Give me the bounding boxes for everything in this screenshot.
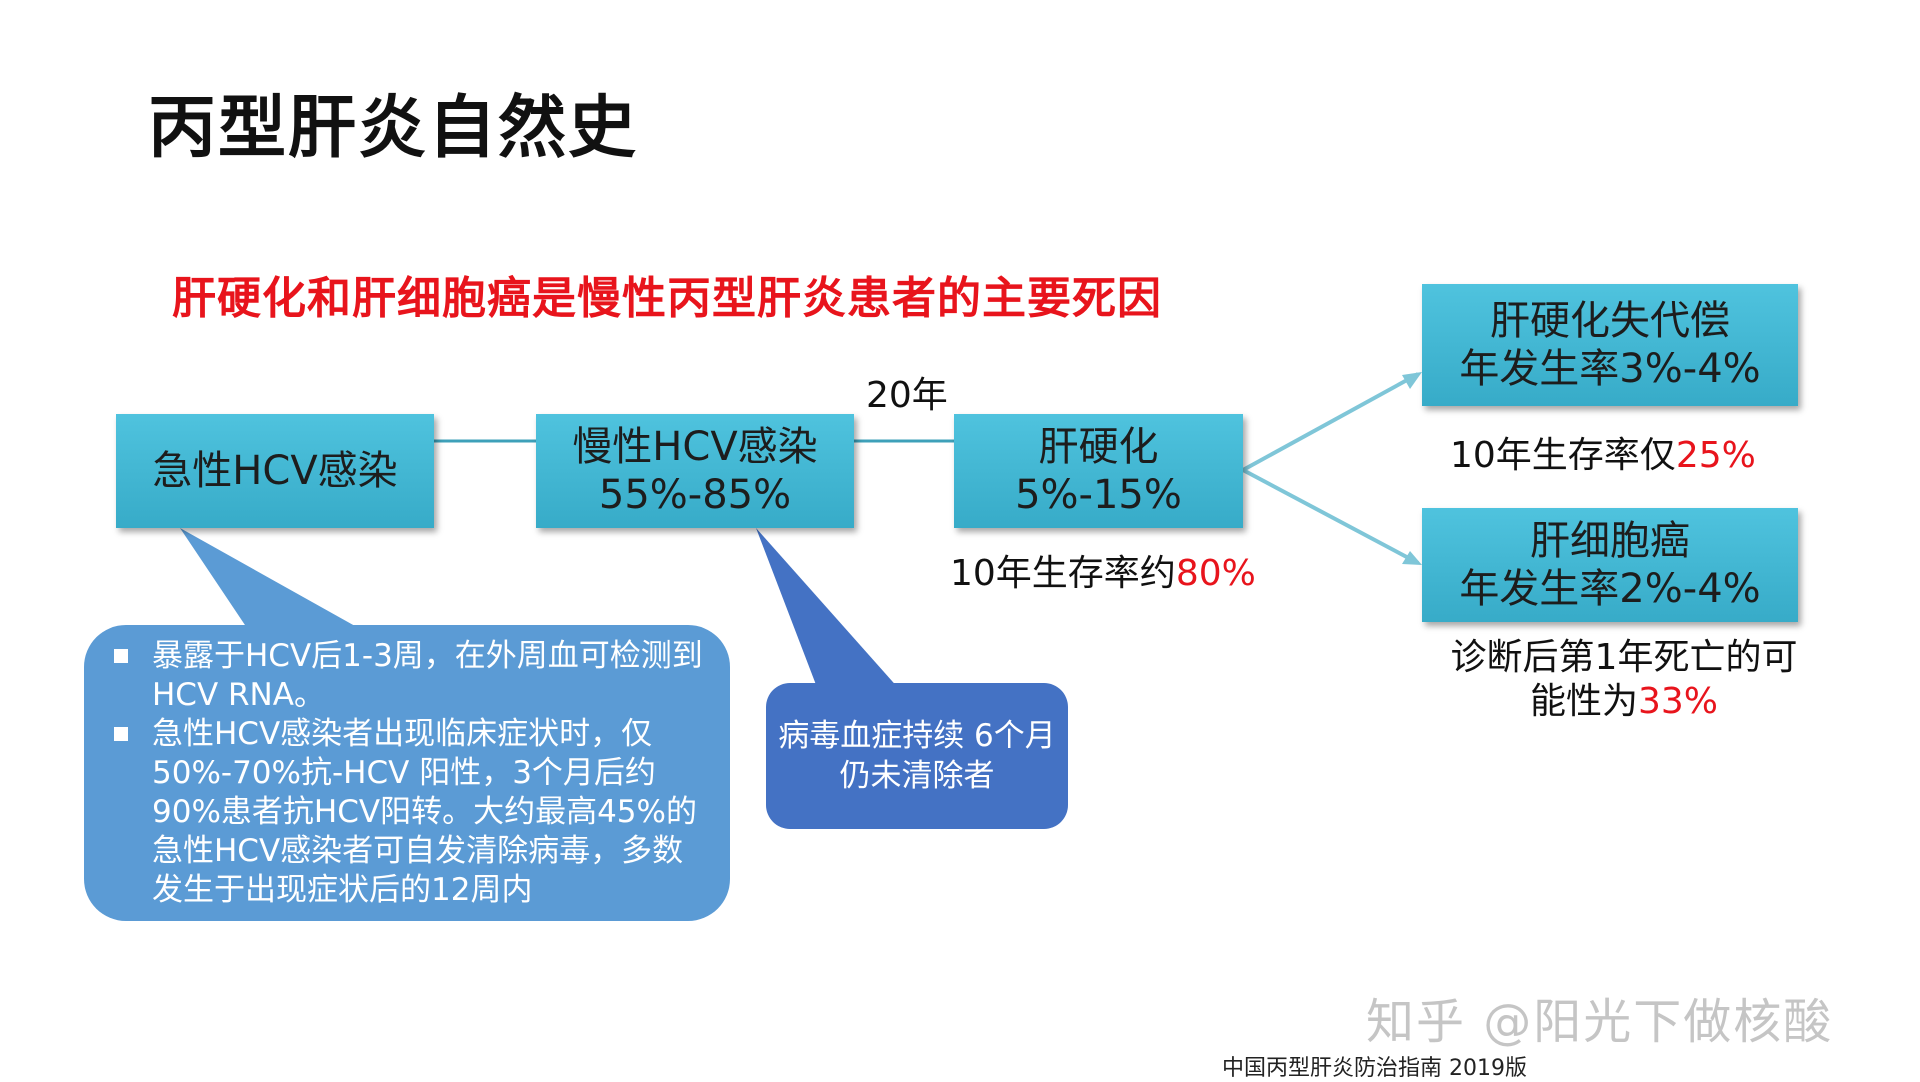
cirrhosis-survival-text: 10年生存率约 <box>950 553 1176 594</box>
chronic-note-callout: 病毒血症持续 6个月仍未清除者 <box>766 683 1068 829</box>
acute-notes-callout: 暴露于HCV后1-3周，在外周血可检测到HCV RNA。 急性HCV感染者出现临… <box>84 625 730 921</box>
decompensation-box: 肝硬化失代偿 年发生率3%-4% <box>1422 284 1798 406</box>
acute-callout-pointer <box>180 528 380 640</box>
cirrhosis-rate: 5%-15% <box>1015 472 1182 518</box>
hcc-note: 诊断后第1年死亡的可 能性为33% <box>1444 636 1804 724</box>
decompensation-arrowhead <box>1402 372 1422 389</box>
acute-note-text: 急性HCV感染者出现临床症状时，仅50%-70%抗-HCV 阳性，3个月后约90… <box>152 716 697 908</box>
chronic-hcv-rate: 55%-85% <box>598 472 792 518</box>
acute-hcv-label: 急性HCV感染 <box>152 448 398 494</box>
chronic-hcv-label: 慢性HCV感染 <box>572 424 818 470</box>
hcc-arrowhead <box>1402 551 1422 565</box>
hcc-note-value: 33% <box>1638 681 1719 722</box>
hcc-note-line2-text: 能性为 <box>1529 681 1638 722</box>
decompensation-label: 肝硬化失代偿 <box>1490 298 1730 344</box>
chronic-note-text: 病毒血症持续 6个月仍未清除者 <box>778 718 1056 794</box>
decompensation-survival: 10年生存率仅25% <box>1450 426 1756 478</box>
hcc-label: 肝细胞癌 <box>1530 518 1690 564</box>
chronic-hcv-box: 慢性HCV感染 55%-85% <box>536 414 854 528</box>
acute-note-item: 急性HCV感染者出现临床症状时，仅50%-70%抗-HCV 阳性，3个月后约90… <box>114 715 704 910</box>
hcc-box: 肝细胞癌 年发生率2%-4% <box>1422 508 1798 622</box>
years-label: 20年 <box>866 375 948 416</box>
chronic-callout-pointer <box>756 528 900 690</box>
key-finding-subtitle: 肝硬化和肝细胞癌是慢性丙型肝炎患者的主要死因 <box>172 273 1162 324</box>
hcc-note-line1: 诊断后第1年死亡的可 <box>1450 637 1798 678</box>
acute-note-text: 暴露于HCV后1-3周，在外周血可检测到HCV RNA。 <box>152 638 703 713</box>
square-bullet-icon <box>114 727 128 741</box>
decompensation-survival-text: 10年生存率仅 <box>1450 435 1676 476</box>
cirrhosis-box: 肝硬化 5%-15% <box>954 414 1243 528</box>
cirrhosis-survival-value: 80% <box>1175 553 1256 594</box>
hcc-rate: 年发生率2%-4% <box>1459 566 1761 612</box>
cirrhosis-to-decompensation-line <box>1242 372 1419 472</box>
cirrhosis-to-hcc-line <box>1242 468 1419 565</box>
hcc-note-line2: 能性为33% <box>1444 680 1804 724</box>
acute-hcv-box: 急性HCV感染 <box>116 414 434 528</box>
square-bullet-icon <box>114 649 128 663</box>
decompensation-rate: 年发生率3%-4% <box>1459 346 1761 392</box>
decompensation-survival-value: 25% <box>1675 435 1756 476</box>
cirrhosis-survival: 10年生存率约80% <box>950 544 1256 596</box>
cirrhosis-label: 肝硬化 <box>1038 424 1159 470</box>
watermark: 知乎 @阳光下做核酸 <box>1366 994 1834 1050</box>
page-title: 丙型肝炎自然史 <box>148 89 639 168</box>
acute-note-item: 暴露于HCV后1-3周，在外周血可检测到HCV RNA。 <box>114 637 704 715</box>
source-citation: 中国丙型肝炎防治指南 2019版 <box>1222 1056 1527 1081</box>
